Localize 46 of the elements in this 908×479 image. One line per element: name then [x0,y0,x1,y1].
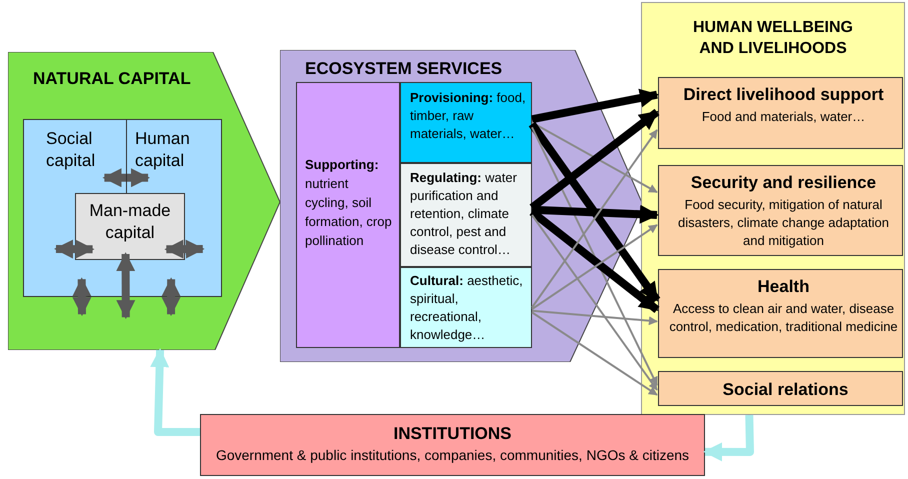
arrow [532,310,658,326]
block-arrow [164,240,205,259]
outcome-box [658,165,903,256]
arrow [531,214,658,391]
block-arrow [162,277,181,316]
block-arrow [703,414,754,462]
outcome-box [658,371,903,406]
service-description: Cultural: aesthetic, spiritual, recreational, knowledge… [410,272,524,344]
service-description: Supporting: nutrient cycling, soil formation, crop pollination [305,156,393,250]
area-label: Human capital [135,128,191,172]
box-description: Food and materials, water… [700,108,866,124]
block-arrow [54,240,94,259]
panel-heading: HUMAN WELLBEING AND LIVELIHOODS [692,18,854,59]
box-heading: Security and resilience [690,172,878,194]
outcome-box [658,77,903,149]
panel-heading: ECOSYSTEM SERVICES [305,58,504,80]
man-made-capital-box [75,193,185,260]
service-description: Regulating: water purification and retention, climate control, pest and disease control… [410,169,518,259]
block-arrow [150,348,200,436]
block-arrow [531,88,659,124]
service-description: Provisioning: food, timber, raw materials, water… [410,89,527,143]
block-arrow [532,204,659,224]
supporting-services-box [296,82,400,348]
outcome-box [658,269,903,358]
box-heading: Health [756,276,810,298]
block-arrow [72,277,92,316]
provisioning-services-box [400,82,532,163]
wellbeing-panel [641,2,905,415]
cultural-services-box [400,267,532,348]
box-heading: Social relations [722,379,850,401]
box-heading: INSTITUTIONS [392,423,513,445]
box-label: Man-made capital [88,200,172,244]
arrow [532,122,658,194]
block-arrow [102,168,150,188]
panel-heading: NATURAL CAPITAL [33,68,192,90]
box-description: Food security, mitigation of natural disasters, climate change adaptation and mitigation [676,196,890,250]
arrow [531,312,658,396]
arrow [531,126,658,386]
box-heading: Direct livelihood support [682,84,885,106]
regulating-services-box [400,163,532,267]
box-description: Government & public institutions, companies, communities, NGOs & citizens [214,446,690,464]
arrow [531,224,658,310]
box-description: Access to clean air and water, disease control, medication, traditional medicine [669,300,898,336]
block-arrow [116,252,136,320]
institutions-box [200,414,705,476]
area-label: Social capital [46,128,96,172]
